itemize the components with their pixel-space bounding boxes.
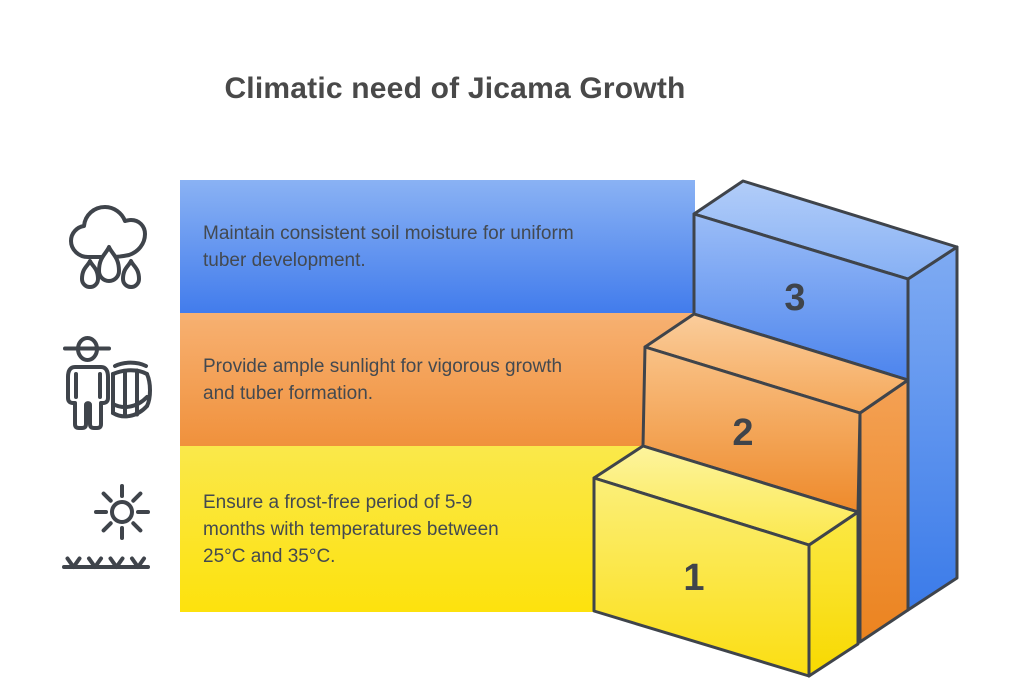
band-sunlight: Provide ample sunlight for vigorous grow… <box>180 313 695 446</box>
step-3-side-face <box>906 245 959 612</box>
band-text-line: Maintain consistent soil moisture for un… <box>203 222 574 244</box>
band-text-line: Provide ample sunlight for vigorous grow… <box>203 355 563 377</box>
band-text-line: months with temperatures between <box>203 518 499 540</box>
rain-cloud-icon <box>66 200 150 290</box>
step-3-label: 3 <box>784 277 805 319</box>
band-soil-moisture: Maintain consistent soil moisture for un… <box>180 180 695 313</box>
sun-over-crops-icon <box>60 474 160 574</box>
band-text-line: and tuber formation. <box>203 382 374 404</box>
band-text-line: 25°C and 35°C. <box>203 545 336 567</box>
step-2-label: 2 <box>732 412 753 454</box>
step-1-label: 1 <box>683 557 704 599</box>
farmer-with-basket-icon <box>62 336 154 436</box>
band-text-line: Ensure a frost-free period of 5-9 <box>203 491 473 513</box>
band-text-line: tuber development. <box>203 249 366 271</box>
page-title: Climatic need of Jicama Growth <box>224 72 686 105</box>
step-1-front-face <box>592 476 811 678</box>
step-2-side-face <box>858 378 910 644</box>
